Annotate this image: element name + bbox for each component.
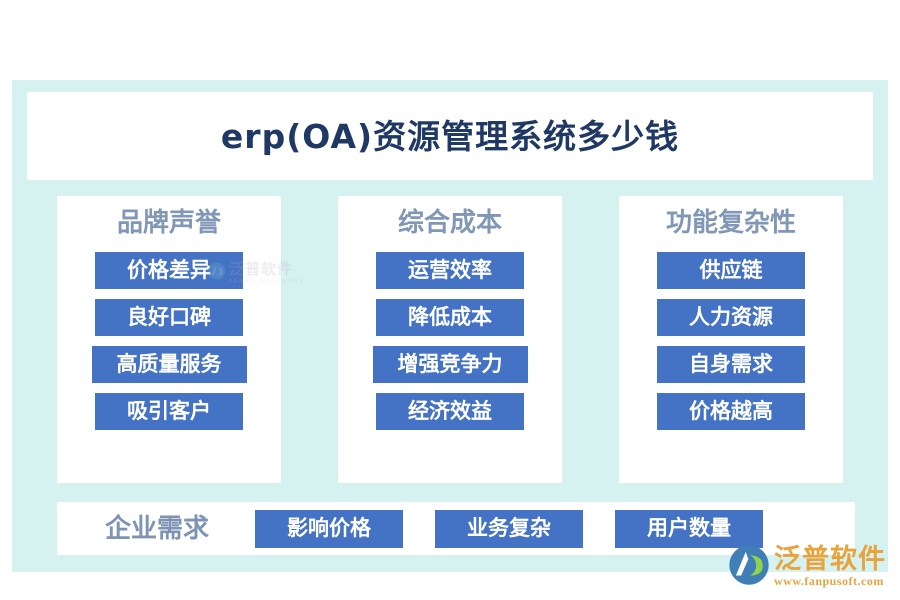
chip-item[interactable]: 降低成本 — [376, 299, 524, 336]
column-card-brand-reputation: 品牌声誉 价格差异 良好口碑 高质量服务 吸引客户 — [57, 196, 281, 483]
bottom-bar-label: 企业需求 — [105, 513, 210, 544]
chip-item[interactable]: 高质量服务 — [91, 346, 247, 383]
column-card-total-cost: 综合成本 运营效率 降低成本 增强竞争力 经济效益 — [338, 196, 562, 483]
column-heading: 品牌声誉 — [116, 208, 221, 238]
chip-item[interactable]: 人力资源 — [657, 299, 805, 336]
chip-item[interactable]: 供应链 — [657, 252, 805, 289]
columns-container: 品牌声誉 价格差异 良好口碑 高质量服务 吸引客户 综合成本 运营效率 降低成本… — [57, 196, 843, 483]
watermark-corner-sub: www.fanpusoft.com — [774, 573, 884, 588]
bottom-chip-item[interactable]: 影响价格 — [255, 509, 404, 548]
chip-item[interactable]: 良好口碑 — [95, 299, 243, 336]
column-heading: 功能复杂性 — [665, 208, 796, 238]
page-title: erp(OA)资源管理系统多少钱 — [220, 116, 680, 156]
column-heading: 综合成本 — [397, 208, 502, 238]
chip-item[interactable]: 自身需求 — [657, 346, 805, 383]
chip-item[interactable]: 价格越高 — [657, 393, 805, 430]
bottom-bar: 企业需求 影响价格 业务复杂 用户数量 — [57, 502, 855, 555]
chip-item[interactable]: 运营效率 — [376, 252, 524, 289]
bottom-chip-item[interactable]: 业务复杂 — [435, 509, 584, 548]
title-band: erp(OA)资源管理系统多少钱 — [27, 92, 873, 180]
chip-list: 价格差异 良好口碑 高质量服务 吸引客户 — [57, 252, 281, 430]
infographic-panel: erp(OA)资源管理系统多少钱 品牌声誉 价格差异 良好口碑 高质量服务 吸引… — [12, 80, 888, 572]
chip-item[interactable]: 吸引客户 — [95, 393, 243, 430]
bottom-chip-item[interactable]: 用户数量 — [615, 509, 764, 548]
chip-item[interactable]: 价格差异 — [95, 252, 243, 289]
column-card-feature-complexity: 功能复杂性 供应链 人力资源 自身需求 价格越高 — [619, 196, 843, 483]
chip-item[interactable]: 经济效益 — [376, 393, 524, 430]
chip-list: 运营效率 降低成本 增强竞争力 经济效益 — [338, 252, 562, 430]
chip-item[interactable]: 增强竞争力 — [372, 346, 528, 383]
chip-list: 供应链 人力资源 自身需求 价格越高 — [619, 252, 843, 430]
